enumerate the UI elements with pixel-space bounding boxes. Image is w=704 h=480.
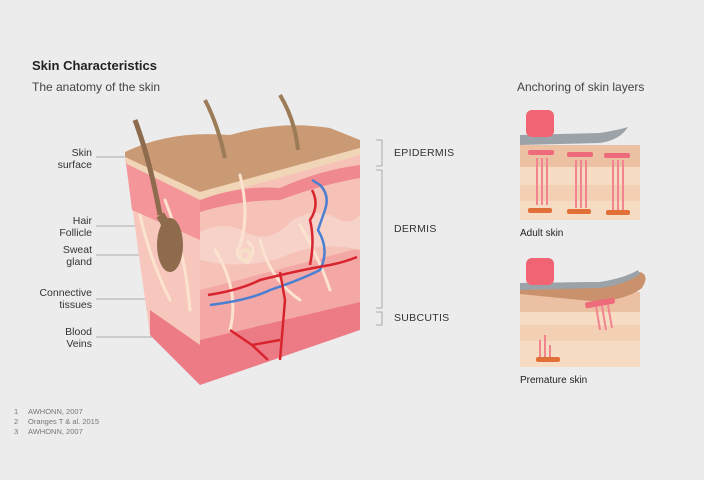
caption-adult-skin: Adult skin: [520, 228, 564, 239]
label-dermis: DERMIS: [394, 223, 437, 235]
label-subcutis: SUBCUTIS: [394, 312, 450, 324]
vein: [209, 178, 328, 307]
page-subtitle: The anatomy of the skin: [32, 80, 161, 94]
hair-2: [203, 99, 227, 159]
hair-3: [278, 93, 300, 151]
caption-premature-skin: Premature skin: [520, 375, 588, 386]
hair-shaft: [132, 119, 163, 216]
subcutis-right: [200, 302, 360, 385]
hair-follicle-bulb: [157, 218, 183, 272]
page-title: Skin Characteristics: [32, 58, 158, 73]
premature-skin-illustration: [520, 258, 646, 367]
layer-brackets: [376, 139, 383, 326]
artery: [207, 189, 358, 361]
epidermis-top: [125, 125, 360, 192]
adult-skin-illustration: [520, 110, 640, 220]
side-title: Anchoring of skin layers: [517, 80, 645, 94]
sweat-gland: [238, 248, 252, 262]
label-epidermis: EPIDERMIS: [394, 147, 455, 159]
